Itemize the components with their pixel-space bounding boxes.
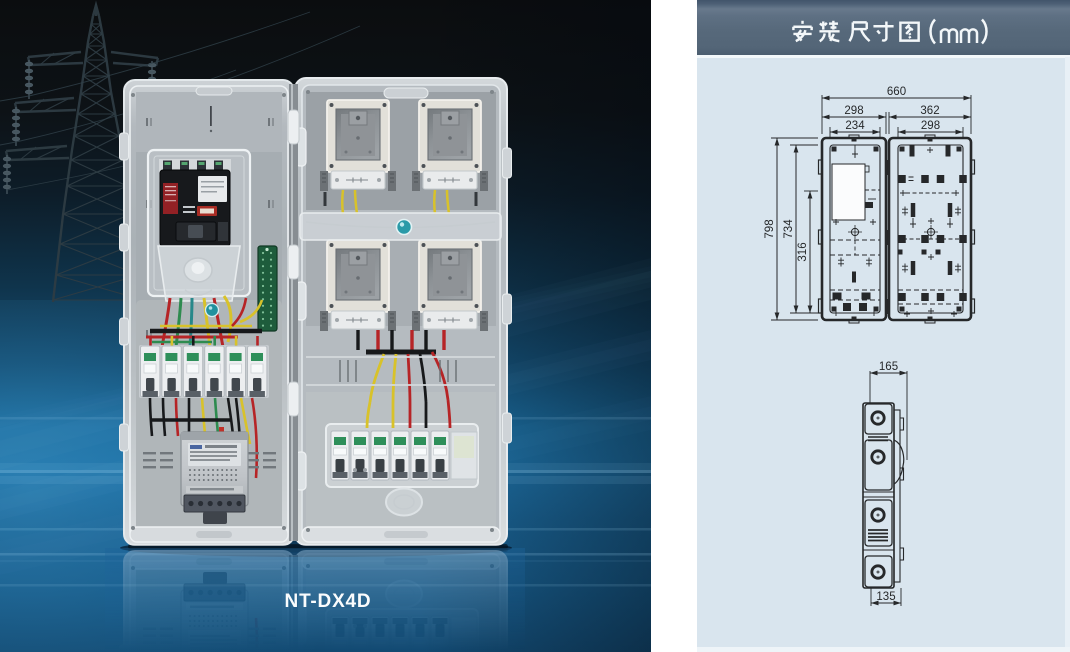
svg-text:798: 798 [764, 219, 776, 238]
svg-text:660: 660 [887, 86, 906, 98]
svg-text:298: 298 [921, 120, 940, 132]
svg-text:298: 298 [844, 105, 863, 117]
svg-text:316: 316 [797, 242, 809, 261]
svg-text:135: 135 [876, 591, 895, 603]
svg-text:734: 734 [783, 219, 795, 239]
svg-text:234: 234 [845, 120, 865, 132]
svg-text:362: 362 [920, 105, 939, 117]
svg-text:NT-DX4D: NT-DX4D [285, 591, 372, 612]
svg-text:165: 165 [879, 361, 898, 373]
